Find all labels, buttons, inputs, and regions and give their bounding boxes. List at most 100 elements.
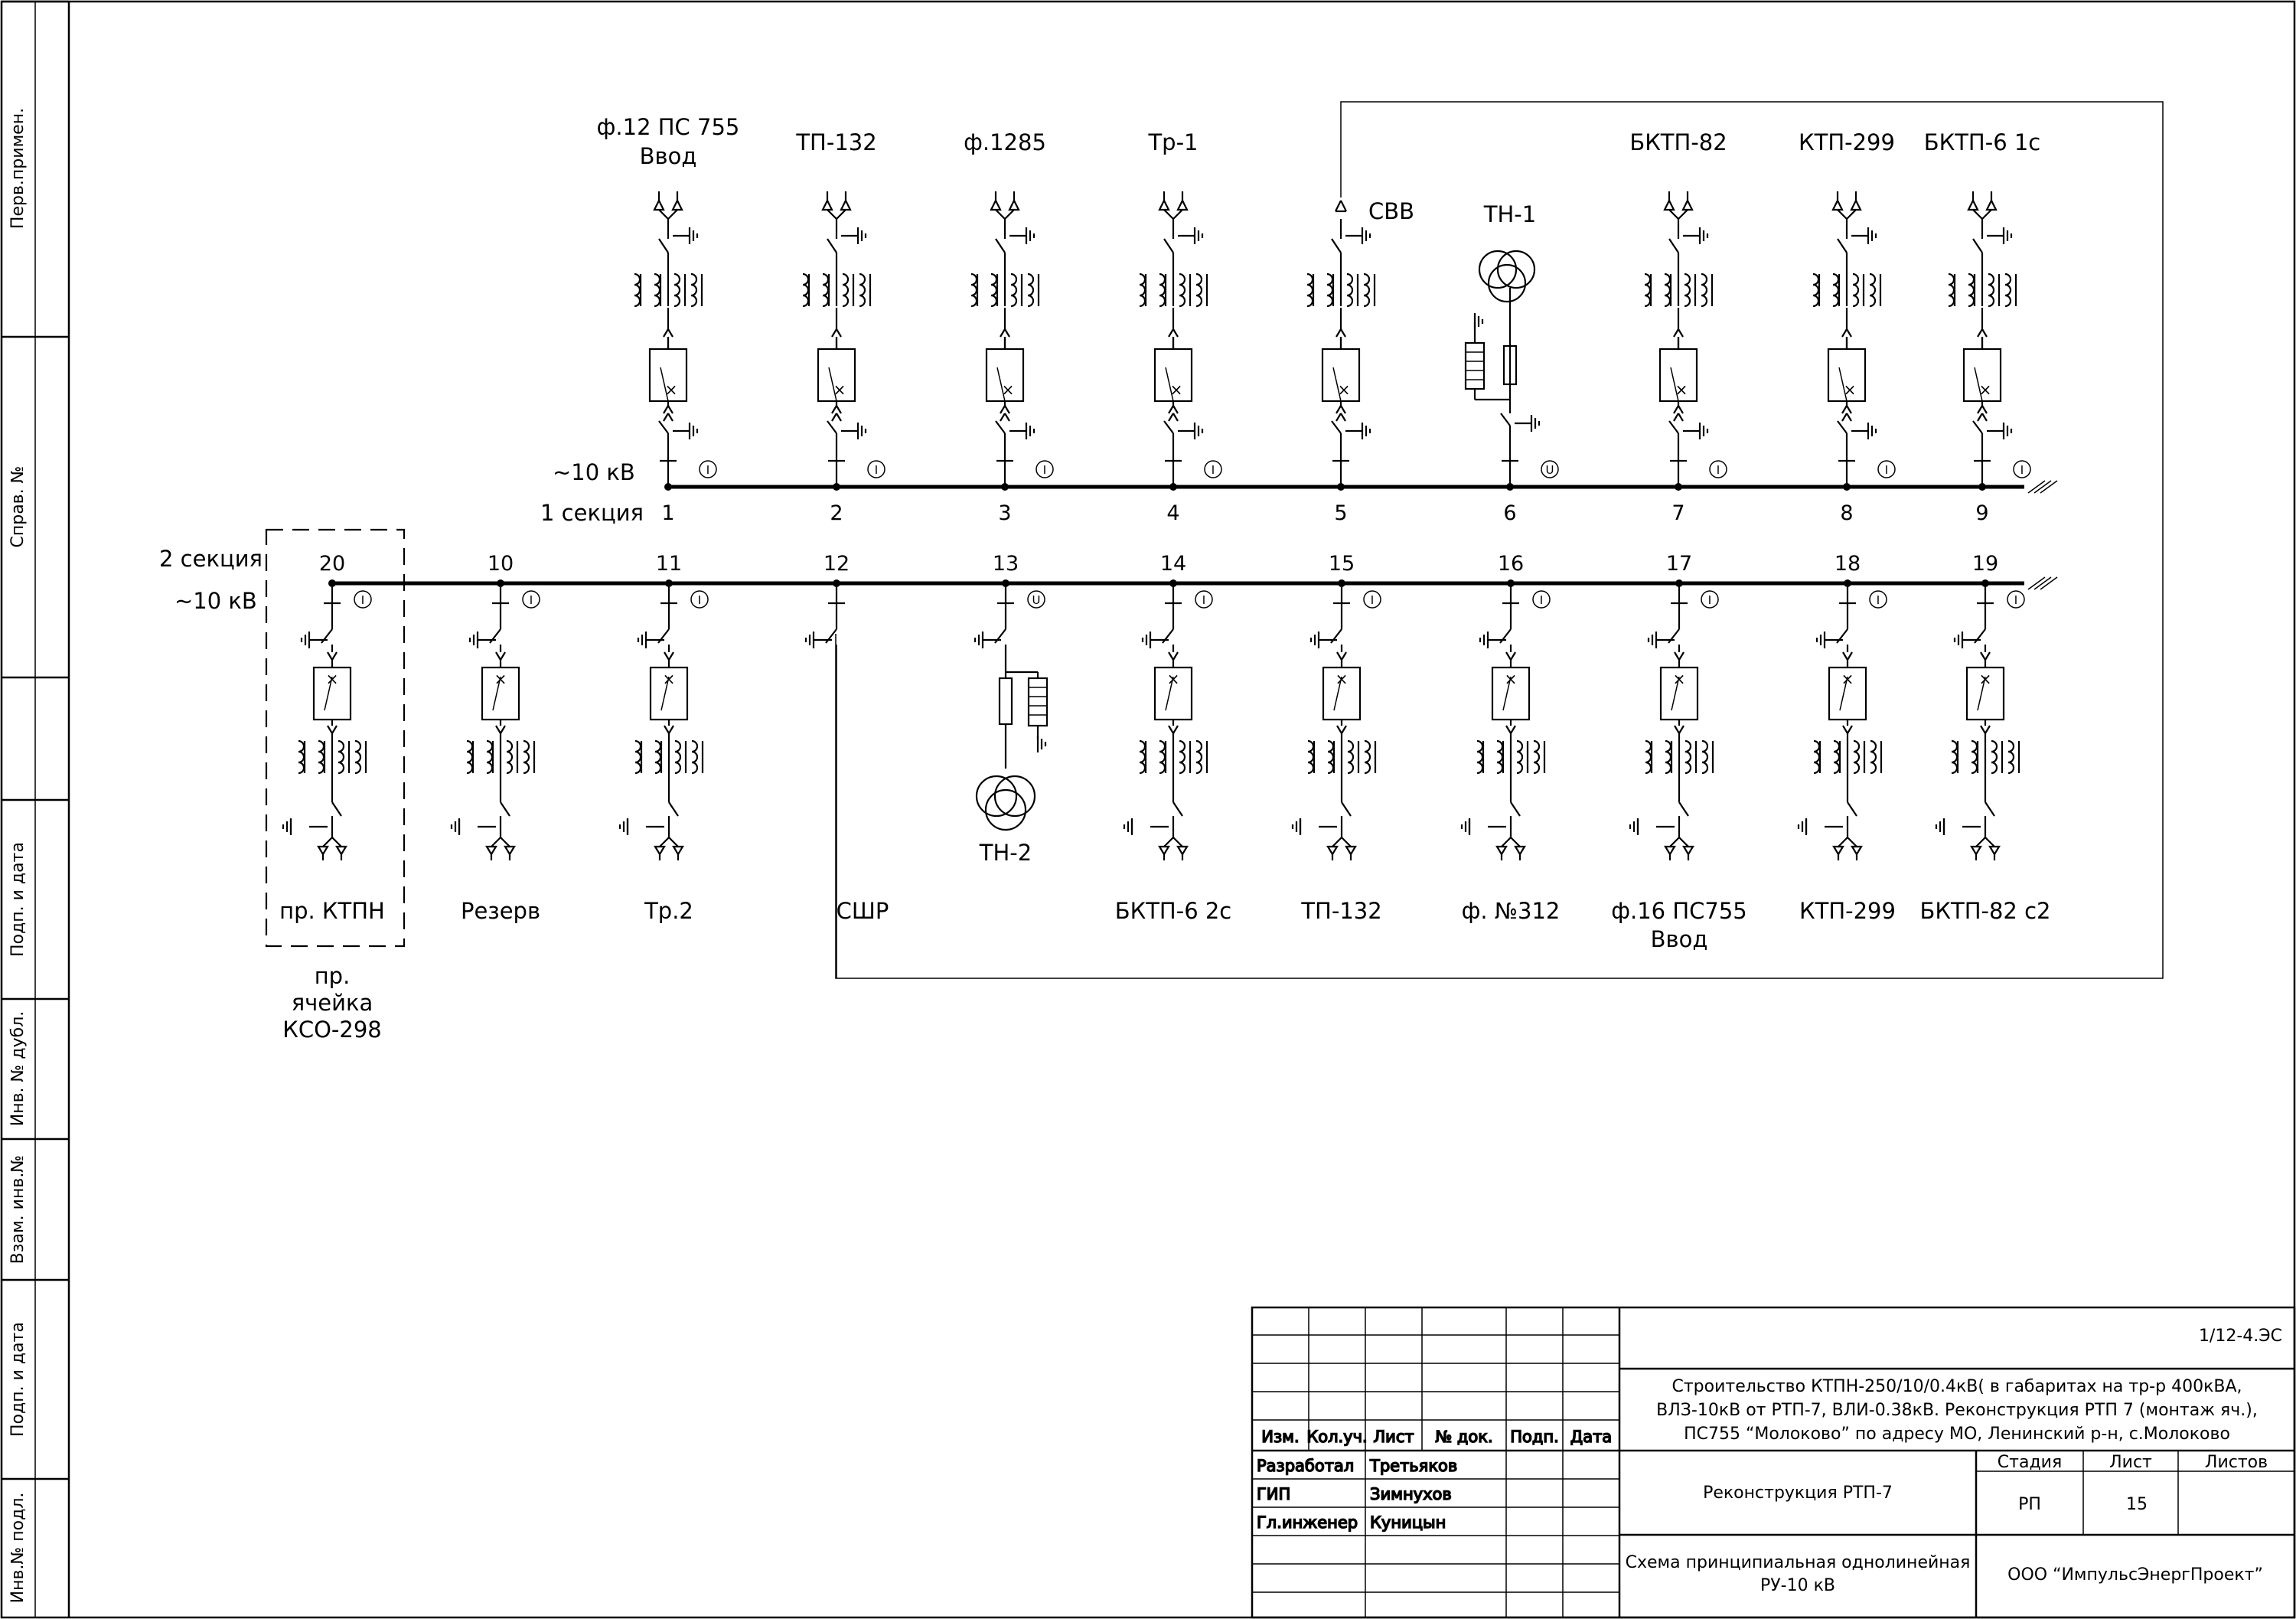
cell-14: 14I×БКТП-6 2с xyxy=(1115,552,1232,924)
drawing-title-1: Схема принципиальная однолинейная xyxy=(1626,1553,1971,1572)
cell-label: ф.12 ПС 755 xyxy=(597,114,740,140)
ground-icon xyxy=(1309,630,1320,650)
ground-icon xyxy=(1036,734,1047,754)
ground-icon xyxy=(2002,421,2013,441)
cell-label: БКТП-82 с2 xyxy=(1920,898,2051,924)
cell-16: 16I×ф. №312 xyxy=(1460,552,1560,924)
stage-header: Стадия xyxy=(1998,1453,2062,1472)
meter-1 xyxy=(699,460,717,478)
cell-label: ТН-1 xyxy=(1483,201,1536,227)
ground-icon xyxy=(1193,421,1204,441)
cell-number: 10 xyxy=(488,552,514,576)
cell-11: 11I×Тр.2 xyxy=(618,552,709,924)
stamp-3: Инв. № дубл. xyxy=(8,1011,28,1127)
cell-number: 20 xyxy=(319,552,345,576)
meter-7 xyxy=(1709,460,1727,478)
meter-16-letter: I xyxy=(1540,593,1543,607)
section-2-voltage: ~10 кВ xyxy=(174,588,257,614)
cell-number: 15 xyxy=(1329,552,1355,576)
cell-number: 5 xyxy=(1334,501,1347,525)
section-1-name: 1 секция xyxy=(540,500,644,526)
cable-end-icon xyxy=(1967,198,1979,211)
ground-icon xyxy=(1698,226,1709,246)
meter-14 xyxy=(1195,590,1213,609)
cell-label: БКТП-6 1с xyxy=(1924,129,2041,155)
sheets-header: Листов xyxy=(2205,1453,2268,1472)
cell-15: 15I×ТП-132 xyxy=(1291,552,1382,924)
section-2-cells: 20I×пр. КТПН10I×Резерв11I×Тр.212СШР13UТН… xyxy=(279,552,2050,978)
current-transformer-icon xyxy=(801,273,872,308)
ground-icon xyxy=(1361,421,1371,441)
project-line-3: ПС755 “Молоково” по адресу МО, Ленинский… xyxy=(1684,1425,2230,1444)
project-line-1: Строительство КТПН-250/10/0.4кВ( в габар… xyxy=(1671,1377,2242,1396)
cable-end-icon xyxy=(821,198,833,211)
tb-header: Лист xyxy=(1373,1428,1414,1446)
breaker-mark: × xyxy=(1675,380,1688,399)
meter-2-letter: I xyxy=(875,463,878,477)
cable-end-icon xyxy=(671,198,683,211)
stamp-0: Перв.примен. xyxy=(8,108,28,229)
cable-end-icon xyxy=(1326,836,1357,862)
cable-end-icon xyxy=(1176,198,1189,211)
cable-end-icon xyxy=(485,836,516,862)
cell-number: 2 xyxy=(830,501,843,525)
cell-number: 17 xyxy=(1666,552,1692,576)
current-transformer-icon xyxy=(634,739,704,775)
ground-icon xyxy=(1935,817,1945,837)
ground-icon xyxy=(1815,630,1826,650)
ground-icon xyxy=(282,817,292,837)
tb-name: Зимнухов xyxy=(1370,1485,1452,1503)
meter-17-letter: I xyxy=(1708,593,1711,607)
cell-label: КТП-299 xyxy=(1799,129,1895,155)
cable-end-icon xyxy=(1985,198,1998,211)
meter-13-letter: U xyxy=(1032,593,1041,607)
section-2-name: 2 секция xyxy=(159,546,263,572)
meter-15-letter: I xyxy=(1371,593,1374,607)
bus-tie-line xyxy=(835,101,2164,979)
cell-label: пр. КТПН xyxy=(279,898,385,924)
cell-number: 19 xyxy=(1972,552,1998,576)
meter-6 xyxy=(1541,460,1559,478)
meter-6-letter: U xyxy=(1546,463,1554,477)
current-transformer-icon xyxy=(1306,739,1377,775)
cell-4: 4I×Тр-1 xyxy=(1138,129,1222,525)
meter-4-letter: I xyxy=(1212,463,1215,477)
stage-value: РП xyxy=(2018,1495,2041,1514)
cell-8: 8I×КТП-299 xyxy=(1799,129,1896,525)
tb-header: № док. xyxy=(1435,1428,1492,1446)
meter-9 xyxy=(2013,460,2031,478)
meter-13 xyxy=(1027,590,1045,609)
cell-5: 5×СВВ xyxy=(1306,198,1414,525)
ground-icon xyxy=(1193,226,1204,246)
section-1-cells: 1I×ф.12 ПС 755Ввод2I×ТП-1323I×ф.12854I×Т… xyxy=(597,114,2041,525)
stamp-1: Справ. № xyxy=(8,465,28,547)
current-transformer-icon xyxy=(1643,273,1714,308)
tb-role: Разработал xyxy=(1257,1457,1354,1475)
cell-label: ТП-132 xyxy=(1300,898,1381,924)
ground-icon xyxy=(974,630,984,650)
vt-winding xyxy=(1487,263,1527,303)
breaker-mark: × xyxy=(833,380,846,399)
cell-number: 9 xyxy=(1975,501,1988,525)
ground-icon xyxy=(1141,630,1152,650)
tb-header: Изм. xyxy=(1261,1428,1299,1446)
ground-icon xyxy=(688,226,699,246)
meter-2 xyxy=(867,460,885,478)
section-1-voltage: ~10 кВ xyxy=(553,459,635,485)
meter-19 xyxy=(2007,590,2025,609)
cell-number: 8 xyxy=(1840,501,1853,525)
cell-label: КТП-299 xyxy=(1799,898,1896,924)
meter-14-letter: I xyxy=(1202,593,1205,607)
tb-name: Куницын xyxy=(1370,1513,1446,1532)
current-transformer-icon xyxy=(1812,273,1882,308)
cell-2: 2I×ТП-132 xyxy=(795,129,885,525)
breaker-mark: × xyxy=(1979,380,1992,399)
cell-number: 6 xyxy=(1503,501,1516,525)
ground-icon xyxy=(1291,817,1302,837)
ground-icon xyxy=(450,817,461,837)
cell-number: 12 xyxy=(823,552,850,576)
cell-number: 11 xyxy=(656,552,682,576)
cell-number: 3 xyxy=(998,501,1011,525)
breaker-mark: × xyxy=(1170,380,1183,399)
